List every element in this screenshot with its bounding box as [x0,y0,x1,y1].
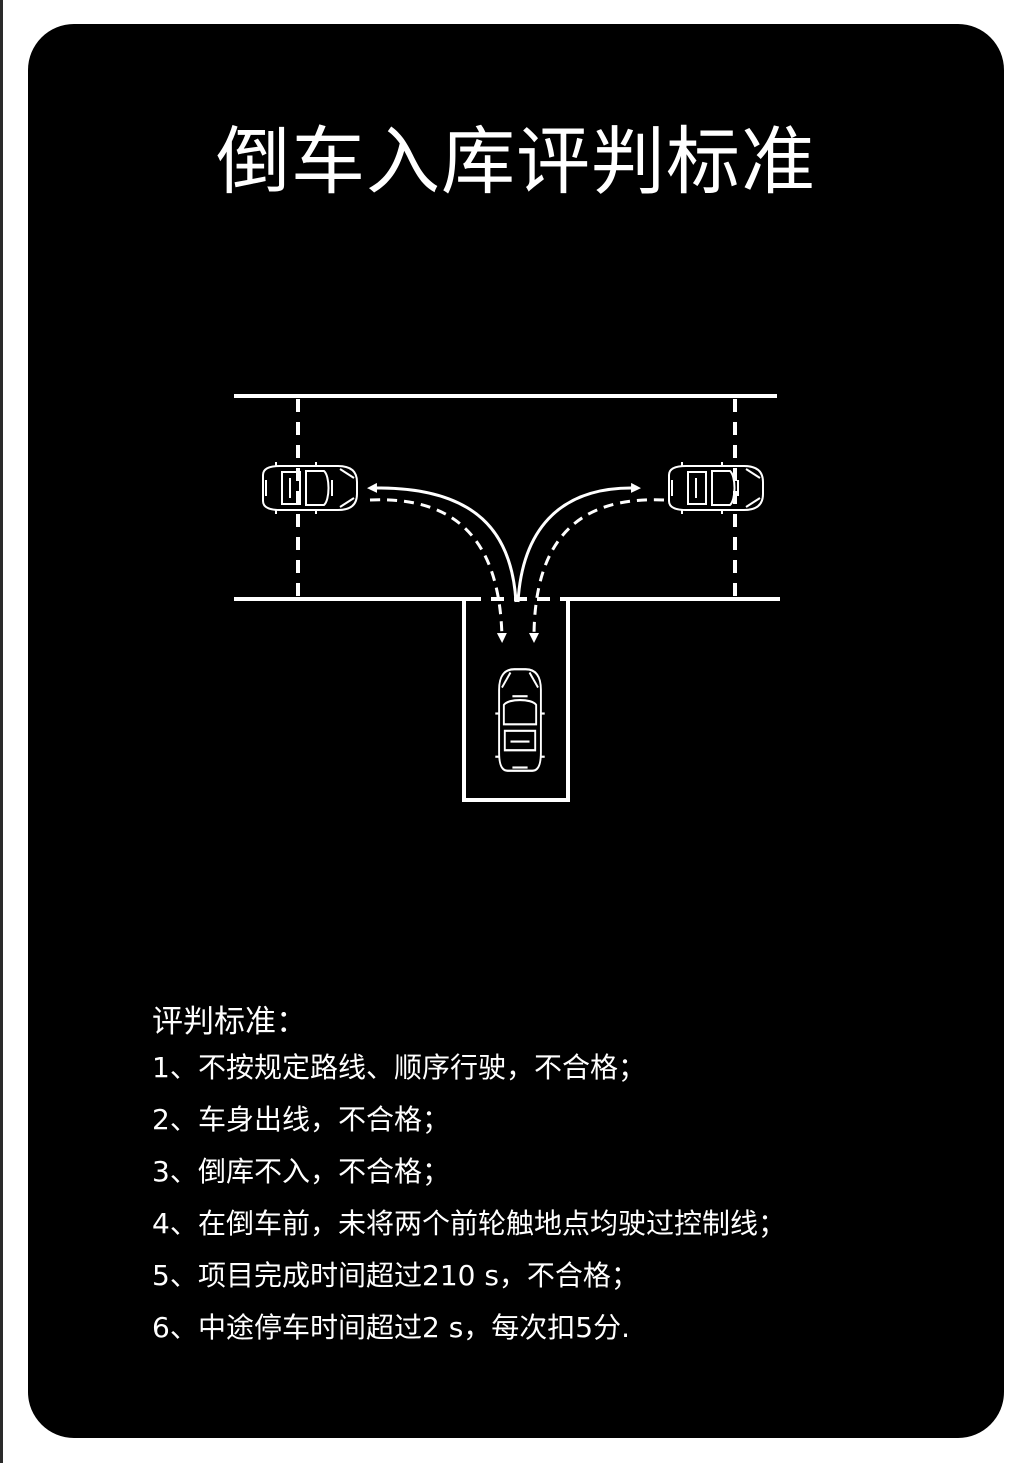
criteria-section: 评判标准： 1、 不按规定路线、顺序行驶，不合格； 2、 车身出线，不合格； 3… [152,1000,972,1360]
page-title: 倒车入库评判标准 [216,119,816,205]
rule-number: 3、 [152,1155,198,1188]
rule-number: 6、 [152,1311,198,1344]
rule-number: 2、 [152,1103,198,1136]
rule-item: 1、 不按规定路线、顺序行驶，不合格； [152,1048,972,1100]
rule-text: 倒库不入，不合格； [198,1155,451,1188]
rule-item: 3、 倒库不入，不合格； [152,1152,972,1204]
rule-number: 4、 [152,1207,198,1240]
rule-item: 6、 中途停车时间超过2 s，每次扣5分. [152,1308,972,1360]
car-left [262,461,358,515]
rule-item: 5、 项目完成时间超过210 s，不合格； [152,1256,972,1308]
page-edge-line [0,0,3,1463]
rule-list: 1、 不按规定路线、顺序行驶，不合格； 2、 车身出线，不合格； 3、 倒库不入… [152,1048,972,1360]
rule-number: 5、 [152,1259,198,1292]
poster-panel: 倒车入库评判标准 [28,24,1004,1438]
rule-item: 2、 车身出线，不合格； [152,1100,972,1152]
parking-diagram [234,394,780,802]
car-parked [494,668,546,772]
rule-text: 车身出线，不合格； [198,1103,451,1136]
road-boundary [234,394,780,601]
rule-text: 中途停车时间超过2 s，每次扣5分. [198,1311,631,1344]
rule-text: 在倒车前，未将两个前轮触地点均驶过控制线； [198,1207,787,1240]
rule-number: 1、 [152,1051,198,1084]
rule-text: 项目完成时间超过210 s，不合格； [198,1259,639,1292]
rule-item: 4、 在倒车前，未将两个前轮触地点均驶过控制线； [152,1204,972,1256]
garage [462,599,570,802]
path-arrows [367,482,665,643]
car-right [668,461,764,515]
criteria-heading: 评判标准： [152,1004,307,1040]
rule-text: 不按规定路线、顺序行驶，不合格； [198,1051,647,1084]
